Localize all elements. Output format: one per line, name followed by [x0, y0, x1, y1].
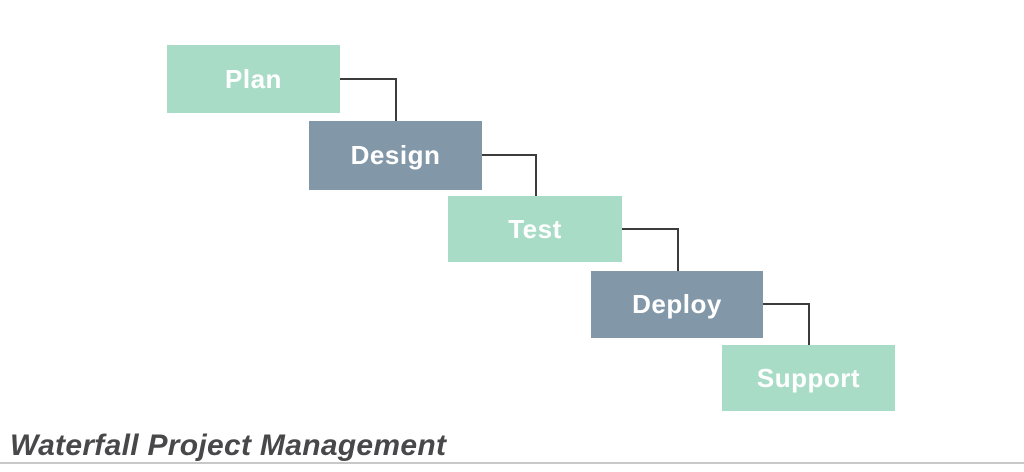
step-box-test: Test [448, 196, 622, 262]
step-box-design: Design [309, 121, 482, 190]
diagram-title: Waterfall Project Management [10, 429, 447, 462]
step-box-support: Support [722, 345, 895, 411]
step-box-plan: Plan [167, 45, 340, 113]
connector-design-test [482, 154, 537, 198]
connector-deploy-support [763, 303, 810, 347]
connector-plan-design [340, 78, 397, 123]
bottom-divider-line [0, 462, 1024, 464]
connector-test-deploy [622, 228, 679, 273]
step-box-deploy: Deploy [591, 271, 763, 338]
